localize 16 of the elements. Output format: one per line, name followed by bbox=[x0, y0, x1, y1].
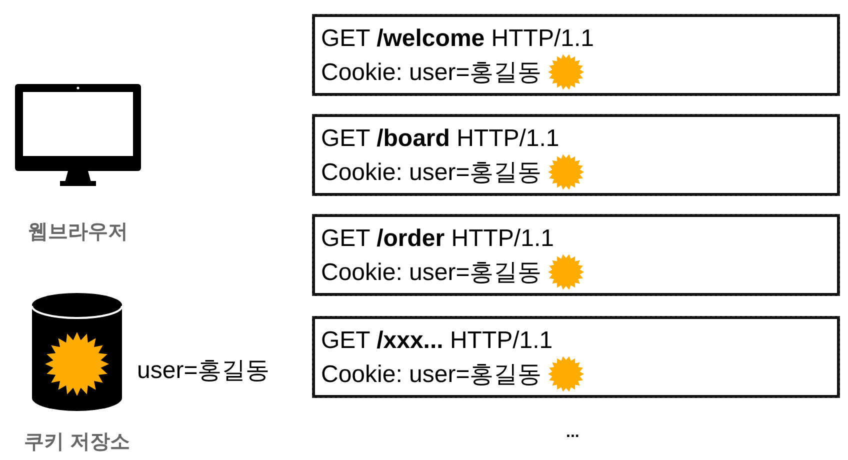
cookie-header: Cookie: user=홍길동 bbox=[321, 360, 542, 390]
request-line: GET /welcome HTTP/1.1 bbox=[321, 25, 594, 53]
cookie-value-label: user=홍길동 bbox=[137, 356, 270, 386]
http-request-box bbox=[312, 14, 840, 96]
browser-label: 웹브라우저 bbox=[28, 220, 128, 245]
http-request-box bbox=[312, 214, 840, 296]
http-request-box bbox=[312, 316, 840, 398]
ellipsis-note: ... bbox=[566, 424, 580, 442]
cookie-header: Cookie: user=홍길동 bbox=[321, 258, 542, 288]
request-line: GET /board HTTP/1.1 bbox=[321, 125, 560, 153]
request-line: GET /xxx... HTTP/1.1 bbox=[321, 327, 553, 355]
cookie-header: Cookie: user=홍길동 bbox=[321, 58, 542, 88]
http-request-box bbox=[312, 114, 840, 196]
storage-label: 쿠키 저장소 bbox=[24, 430, 130, 455]
cookie-header: Cookie: user=홍길동 bbox=[321, 158, 542, 188]
request-line: GET /order HTTP/1.1 bbox=[321, 225, 554, 253]
